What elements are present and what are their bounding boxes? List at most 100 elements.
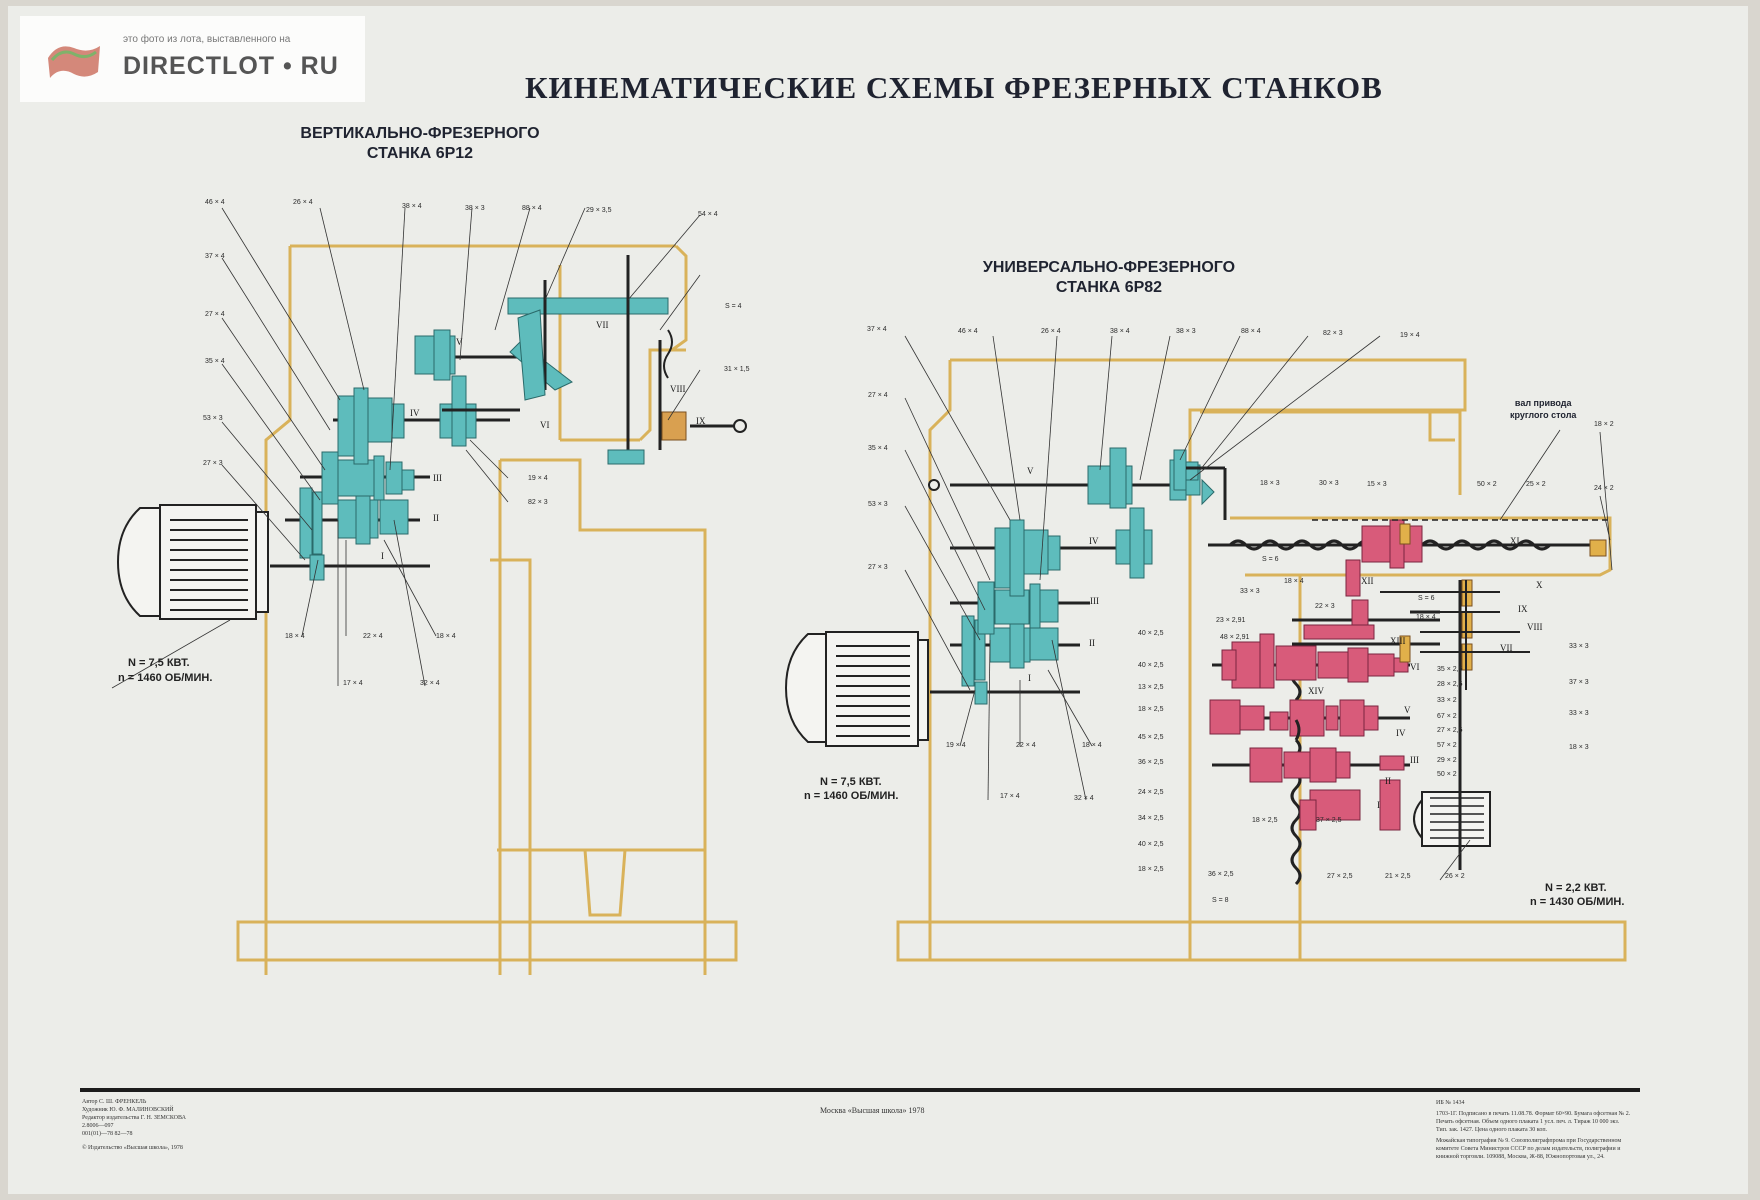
shaft-label: I xyxy=(1028,673,1031,683)
shaft-label: VI xyxy=(1410,662,1420,672)
shaft-label: IV xyxy=(410,408,420,418)
gear-label: S = 8 xyxy=(1212,897,1229,904)
footer-ib-number: ИБ № 1434 xyxy=(1436,1100,1465,1106)
watermark-logo-icon xyxy=(48,46,100,78)
gear-label: 37 × 3 xyxy=(1569,679,1589,686)
gear-label: 54 × 4 xyxy=(698,211,718,218)
gear-label: 46 × 4 xyxy=(958,328,978,335)
right-gearbox xyxy=(928,447,1201,705)
gear-label: 13 × 2,5 xyxy=(1138,684,1164,691)
shaft-label: IV xyxy=(1089,536,1099,546)
shaft-label: II xyxy=(1385,776,1391,786)
gear-label: 32 × 4 xyxy=(1074,795,1094,802)
paper-sheet xyxy=(8,6,1748,1194)
gear-label: 19 × 4 xyxy=(1400,332,1420,339)
right-feed-motor xyxy=(1413,791,1491,847)
gear-label: 19 × 4 xyxy=(946,742,966,749)
gear-label: 18 × 4 xyxy=(436,633,456,640)
right-scheme-title-line1: УНИВЕРСАЛЬНО-ФРЕЗЕРНОГО xyxy=(982,259,1236,276)
gear-label: 36 × 2,5 xyxy=(1208,871,1234,878)
right-spindle-area xyxy=(1173,449,1227,520)
shaft-label: V xyxy=(456,337,463,347)
shaft-label: VII xyxy=(1500,643,1513,653)
gear-label: 27 × 3 xyxy=(868,564,888,571)
gear-label: 67 × 2 xyxy=(1437,713,1457,720)
gear-label: 28 × 2,5 xyxy=(1437,681,1463,688)
gear-label: 82 × 3 xyxy=(1323,330,1343,337)
shaft-label: VI xyxy=(540,420,550,430)
gear-label: S = 6 xyxy=(1418,595,1435,602)
footer-print-info: 1703-1Г. Подписано в печать 11.08.78. Фо… xyxy=(1436,1110,1630,1161)
footer-print-4: Можайская типография № 9. Союзполиграфпр… xyxy=(1436,1138,1622,1144)
shaft-label: I xyxy=(1377,800,1380,810)
gear-label: 18 × 3 xyxy=(1569,744,1589,751)
gear-label: 53 × 3 xyxy=(868,501,888,508)
footer-print-5: комитете Совета Министров СССР по делам … xyxy=(1436,1146,1621,1152)
right-motor-speed: n = 1460 ОБ/МИН. xyxy=(804,790,899,802)
shaft-label: IX xyxy=(1518,604,1528,614)
footer-code-1: 2.8006—097 xyxy=(82,1123,114,1129)
gear-label: 38 × 4 xyxy=(1110,328,1130,335)
gear-label: 27 × 2,5 xyxy=(1327,873,1353,880)
footer-copyright: © Издательство «Высшая школа», 1978 xyxy=(82,1145,183,1151)
shaft-label: VIII xyxy=(670,384,686,394)
right-scheme-title-line2: СТАНКА 6Р82 xyxy=(1055,279,1163,296)
left-spindle-head xyxy=(507,255,747,465)
shaft-label: X xyxy=(1536,580,1543,590)
watermark-brand: DIRECTLOT • RU xyxy=(123,52,339,80)
footer-publisher: Москва «Высшая школа» 1978 xyxy=(820,1106,925,1115)
footer-code-2: 001(01)—78 82—78 xyxy=(82,1131,133,1137)
gear-label: 45 × 2,5 xyxy=(1138,734,1164,741)
footer-editor: Редактор издательства Г. Н. ЗЕМСКОВА xyxy=(82,1115,186,1121)
gear-label: 18 × 2,5 xyxy=(1138,866,1164,873)
right-feed-gearbox xyxy=(1208,519,1610,886)
gear-label: 38 × 3 xyxy=(465,205,485,212)
gear-label: 38 × 4 xyxy=(402,203,422,210)
left-motor-power: N = 7,5 КВТ. xyxy=(128,657,190,669)
gear-label: 40 × 2,5 xyxy=(1138,630,1164,637)
shaft-label: VII xyxy=(596,320,609,330)
gear-label: 33 × 3 xyxy=(1569,643,1589,650)
poster-title: КИНЕМАТИЧЕСКИЕ СХЕМЫ ФРЕЗЕРНЫХ СТАНКОВ xyxy=(525,70,1383,105)
gear-label: 26 × 2 xyxy=(1445,873,1465,880)
gear-label: 15 × 3 xyxy=(1367,481,1387,488)
gear-label: 18 × 4 xyxy=(1082,742,1102,749)
gear-label: 48 × 2,91 xyxy=(1220,634,1250,641)
left-scheme-title: ВЕРТИКАЛЬНО-ФРЕЗЕРНОГО СТАНКА 6Р12 xyxy=(292,124,548,164)
gear-label: 34 × 2,5 xyxy=(1138,815,1164,822)
feed-motor-power: N = 2,2 КВТ. xyxy=(1545,882,1607,894)
footer-author: Автор С. Ш. ФРЕНКЕЛЬ xyxy=(82,1099,147,1105)
shaft-label: IV xyxy=(1396,728,1406,738)
shaft-label: III xyxy=(1410,755,1419,765)
gear-label: 22 × 4 xyxy=(1016,742,1036,749)
gear-label: 88 × 4 xyxy=(522,205,542,212)
footer-print-2: Печать офсетная. Объем одного плаката 1 … xyxy=(1436,1119,1620,1125)
left-scheme-title-line1: ВЕРТИКАЛЬНО-ФРЕЗЕРНОГО xyxy=(300,125,540,142)
shaft-label: VIII xyxy=(1527,622,1543,632)
shaft-label: XI xyxy=(1510,536,1520,546)
gear-label: 37 × 2,5 xyxy=(1316,817,1342,824)
round-table-note-line1: вал привода xyxy=(1514,398,1572,408)
gear-label: 29 × 3,5 xyxy=(586,207,612,214)
gear-label: 18 × 2 xyxy=(1594,421,1614,428)
gear-label: S = 6 xyxy=(1262,556,1279,563)
gear-label: 18 × 2,5 xyxy=(1252,817,1278,824)
gear-label: 18 × 3 xyxy=(1260,480,1280,487)
gear-label: 33 × 3 xyxy=(1569,710,1589,717)
gear-label: 35 × 4 xyxy=(205,358,225,365)
gear-label: 24 × 2,5 xyxy=(1138,789,1164,796)
gear-label: 57 × 2 xyxy=(1437,742,1457,749)
gear-label: 26 × 4 xyxy=(1041,328,1061,335)
gear-label: 36 × 2,5 xyxy=(1138,759,1164,766)
gear-label: 22 × 3 xyxy=(1315,603,1335,610)
gear-label: 18 × 2,5 xyxy=(1138,706,1164,713)
gear-label: 32 × 4 xyxy=(420,680,440,687)
gear-label: 31 × 1,5 xyxy=(724,366,750,373)
round-table-note: вал привода круглого стола xyxy=(1510,397,1576,421)
gear-label: 37 × 4 xyxy=(205,253,225,260)
gear-label: 23 × 2,91 xyxy=(1216,617,1246,624)
gear-label: 22 × 4 xyxy=(363,633,383,640)
gear-label: 27 × 2,5 xyxy=(1437,727,1463,734)
shaft-label: IX xyxy=(696,416,706,426)
